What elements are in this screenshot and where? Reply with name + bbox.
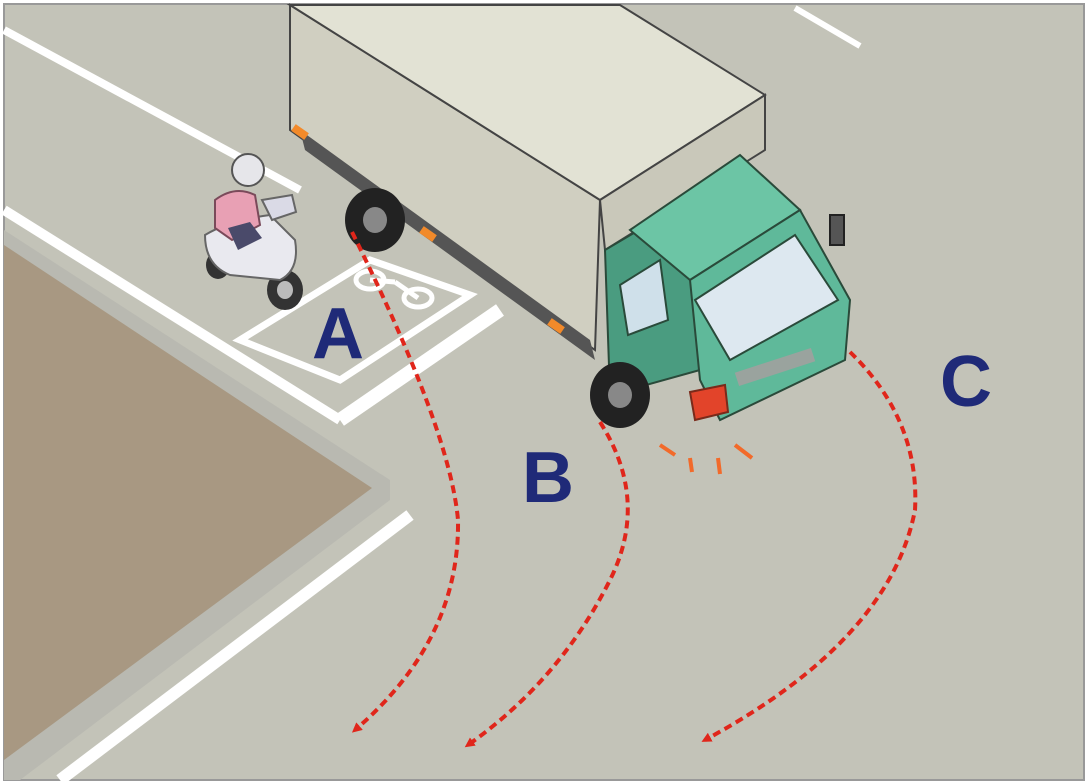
- path-c-arrow: [701, 350, 918, 742]
- rider-helmet: [231, 153, 265, 187]
- lane-line-bottom: [56, 510, 414, 784]
- truck-grille: [734, 347, 816, 387]
- side-marker-light: [291, 124, 309, 140]
- side-mirror-icon: [829, 214, 845, 246]
- path-b-arrow: [464, 420, 630, 748]
- scooter-icon: [203, 153, 303, 310]
- bicycle-box: [232, 256, 478, 384]
- side-marker-light: [547, 318, 565, 334]
- label-a: A: [312, 294, 364, 374]
- stop-line: [336, 304, 504, 426]
- lane-line-top-right: [793, 5, 862, 49]
- label-c: C: [940, 342, 992, 422]
- scooter-rider: [214, 153, 265, 250]
- path-a-arrow: [350, 231, 461, 733]
- truck-icon: [286, 3, 852, 475]
- side-marker-light: [419, 226, 437, 242]
- label-b: B: [522, 438, 574, 518]
- lane-line-sidewalk: [1, 205, 343, 425]
- truck-chassis: [300, 130, 595, 360]
- signal-flash-icon: [658, 443, 754, 475]
- truck-windshield: [693, 233, 840, 362]
- turn-signal-icon: [688, 383, 730, 422]
- truck-box-front: [598, 93, 766, 252]
- truck-side-window: [618, 258, 670, 337]
- sidewalk: [4, 245, 372, 760]
